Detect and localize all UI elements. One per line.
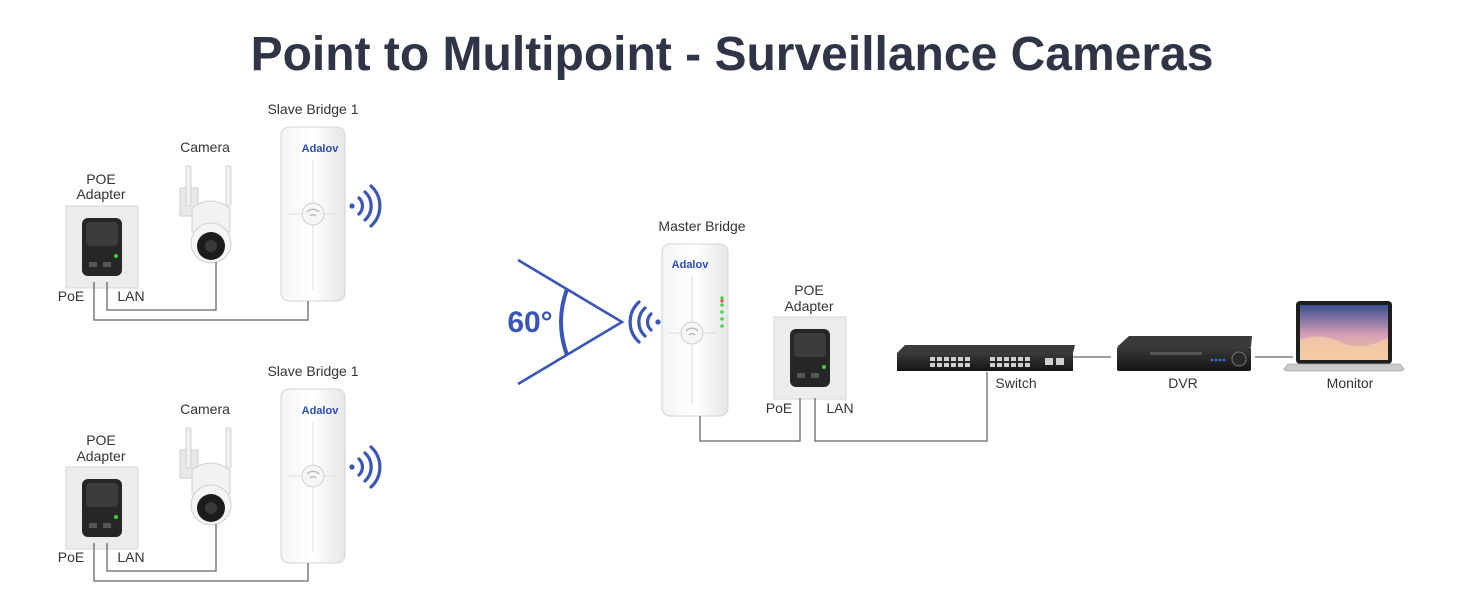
master-bridge-label: Master Bridge [658,218,745,234]
slave-bridge-icon [280,126,346,302]
wifi-signal-icon [628,300,663,344]
monitor-label: Monitor [1327,375,1374,391]
lan-port-label: LAN [826,400,853,416]
slave-bridge-icon [280,388,346,564]
poe-adapter-label-line1: POE [86,432,116,448]
poe-adapter-icon [65,205,139,289]
poe-adapter-label-line1: POE [86,171,116,187]
camera-icon [179,427,232,526]
poe-adapter-label-line1: POE [794,282,824,298]
beam-angle-label: 60° [507,306,552,339]
lan-port-label: LAN [117,549,144,565]
bridge-brand-logo: Adalov [672,259,710,271]
poe-port-label: PoE [58,549,84,565]
dvr-icon [1117,336,1252,371]
cables [699,356,1293,442]
network-switch-icon [897,345,1075,371]
poe-adapter-label-line2: Adapter [76,448,125,464]
bridge-brand-logo: Adalov [302,143,340,155]
camera-icon [179,165,232,264]
dvr-label: DVR [1168,375,1198,391]
cables [93,262,309,321]
poe-port-label: PoE [58,288,84,304]
wifi-signal-icon [347,445,382,489]
slave-bridge-label: Slave Bridge 1 [267,363,358,379]
poe-port-label: PoE [766,400,792,416]
master-bridge-icon [661,243,729,417]
poe-adapter-label-line2: Adapter [76,186,125,202]
slave-bridge-label: Slave Bridge 1 [267,101,358,117]
bridge-brand-logo: Adalov [302,405,340,417]
beam-angle: 60° [507,258,625,386]
poe-adapter-icon [65,466,139,550]
camera-label: Camera [180,139,230,155]
camera-label: Camera [180,401,230,417]
poe-adapter-icon [773,316,847,400]
poe-adapter-label-line2: Adapter [784,298,833,314]
slave-group-1: Slave Bridge 1 Adalov Camera POE Adapter… [58,101,382,321]
switch-label: Switch [995,375,1036,391]
slave-group-2: Slave Bridge 1 Adalov Camera POE Adapter… [58,363,382,582]
lan-port-label: LAN [117,288,144,304]
wifi-signal-icon [347,184,382,228]
page-title: Point to Multipoint - Surveillance Camer… [251,28,1214,81]
laptop-monitor-icon [1283,301,1405,372]
cables [93,524,309,582]
